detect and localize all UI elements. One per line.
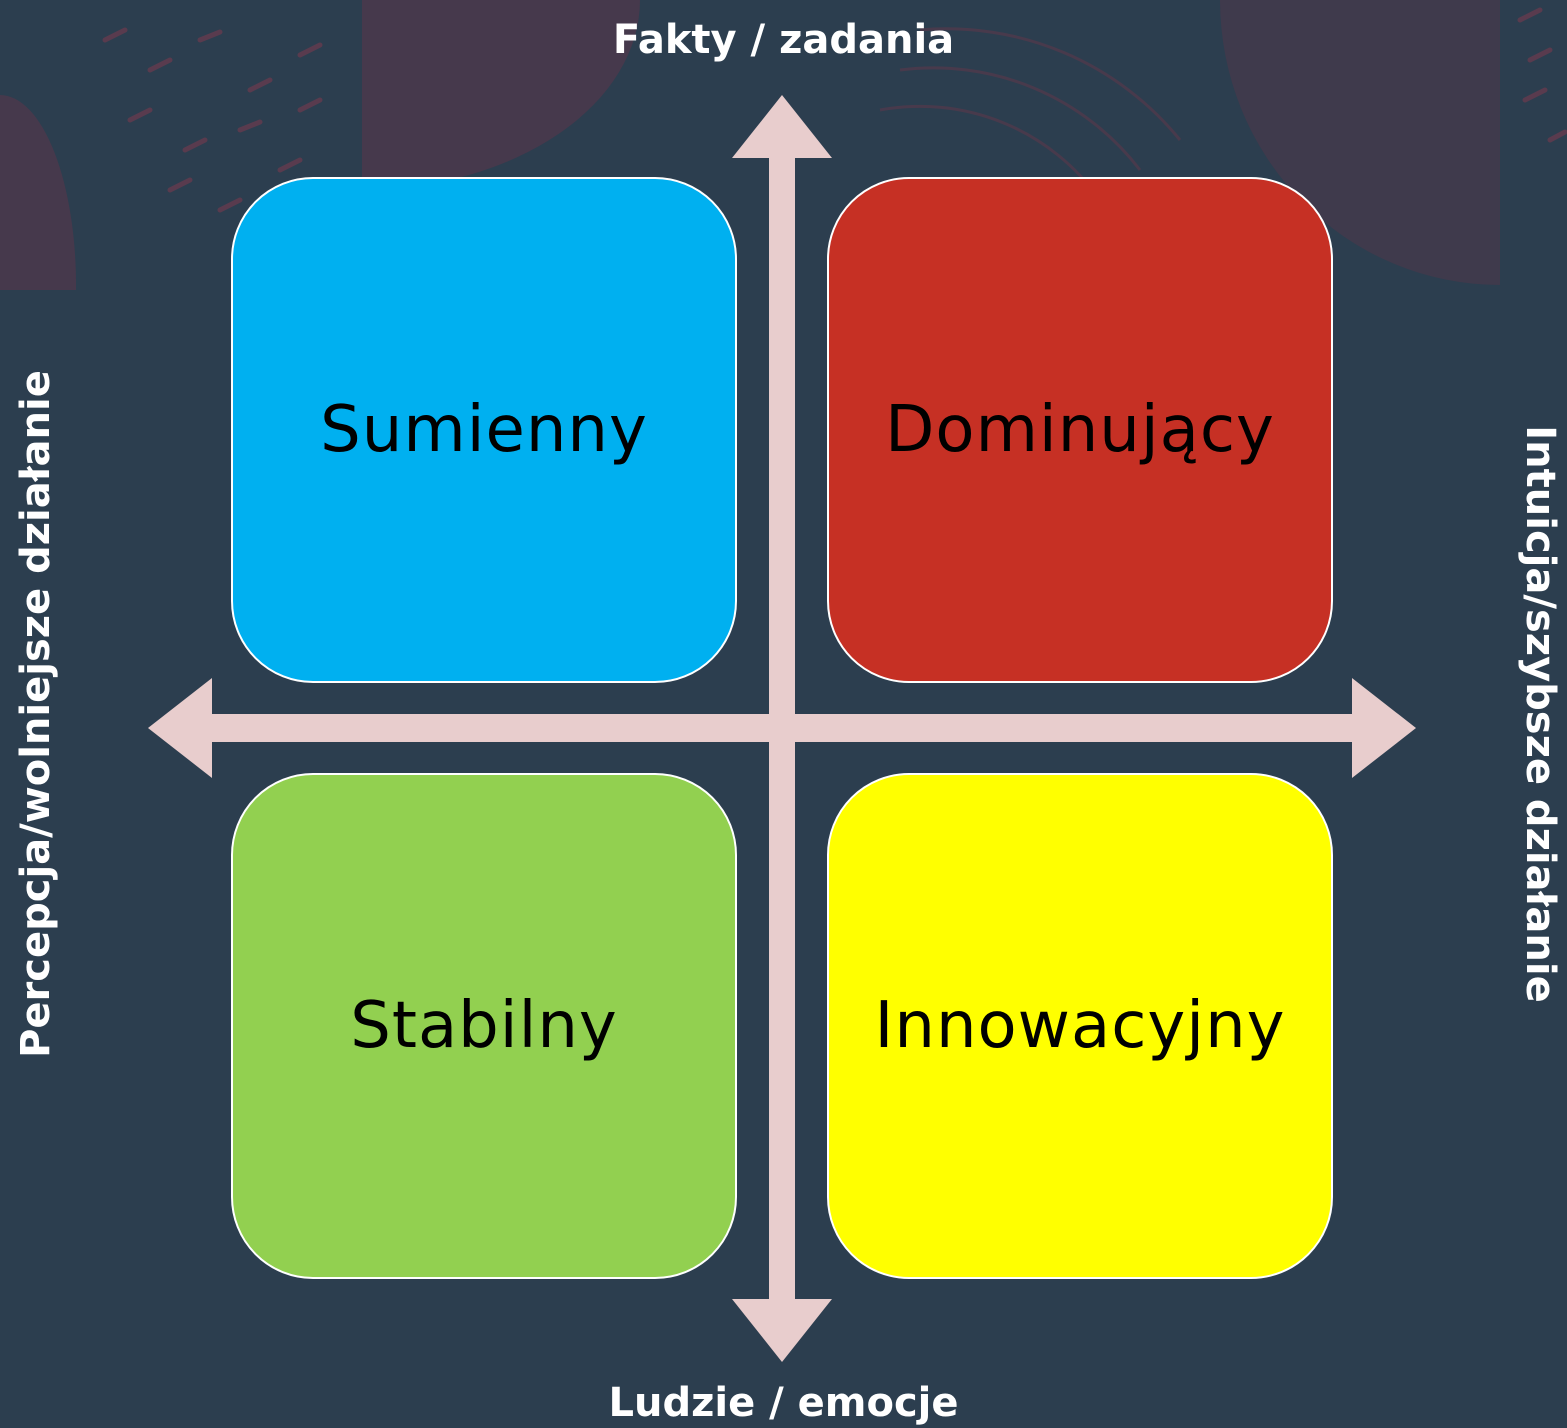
- bottom-axis-label: Ludzie / emocje: [608, 1380, 959, 1426]
- quadrant-innowacyjny: Innowacyjny: [827, 773, 1333, 1279]
- quadrant-label: Sumienny: [320, 393, 648, 467]
- quadrant-dominujacy: Dominujący: [827, 177, 1333, 683]
- top-axis-label: Fakty / zadania: [612, 17, 955, 63]
- quadrant-label: Stabilny: [350, 989, 618, 1063]
- arrow-right-icon: [1352, 678, 1416, 778]
- quadrant-sumienny: Sumienny: [231, 177, 737, 683]
- arc-pattern: [879, 27, 1182, 201]
- arrow-up-icon: [732, 95, 832, 158]
- quadrant-label: Innowacyjny: [874, 989, 1286, 1063]
- arrow-down-icon: [732, 1299, 832, 1362]
- right-decor-shape: [1220, 0, 1500, 285]
- arrow-left-icon: [148, 678, 212, 778]
- left-axis-label: Percepcja/wolniejsze działanie: [13, 370, 59, 1058]
- right-axis-label: Intuicja/szybsze działanie: [1517, 425, 1563, 1003]
- quadrant-label: Dominujący: [885, 393, 1275, 467]
- dash-pattern: [102, 7, 1567, 213]
- left-decor-shape: [0, 94, 77, 290]
- quadrant-stabilny: Stabilny: [231, 773, 737, 1279]
- horizontal-axis: [210, 714, 1355, 742]
- top-decor-shape: [362, 0, 640, 190]
